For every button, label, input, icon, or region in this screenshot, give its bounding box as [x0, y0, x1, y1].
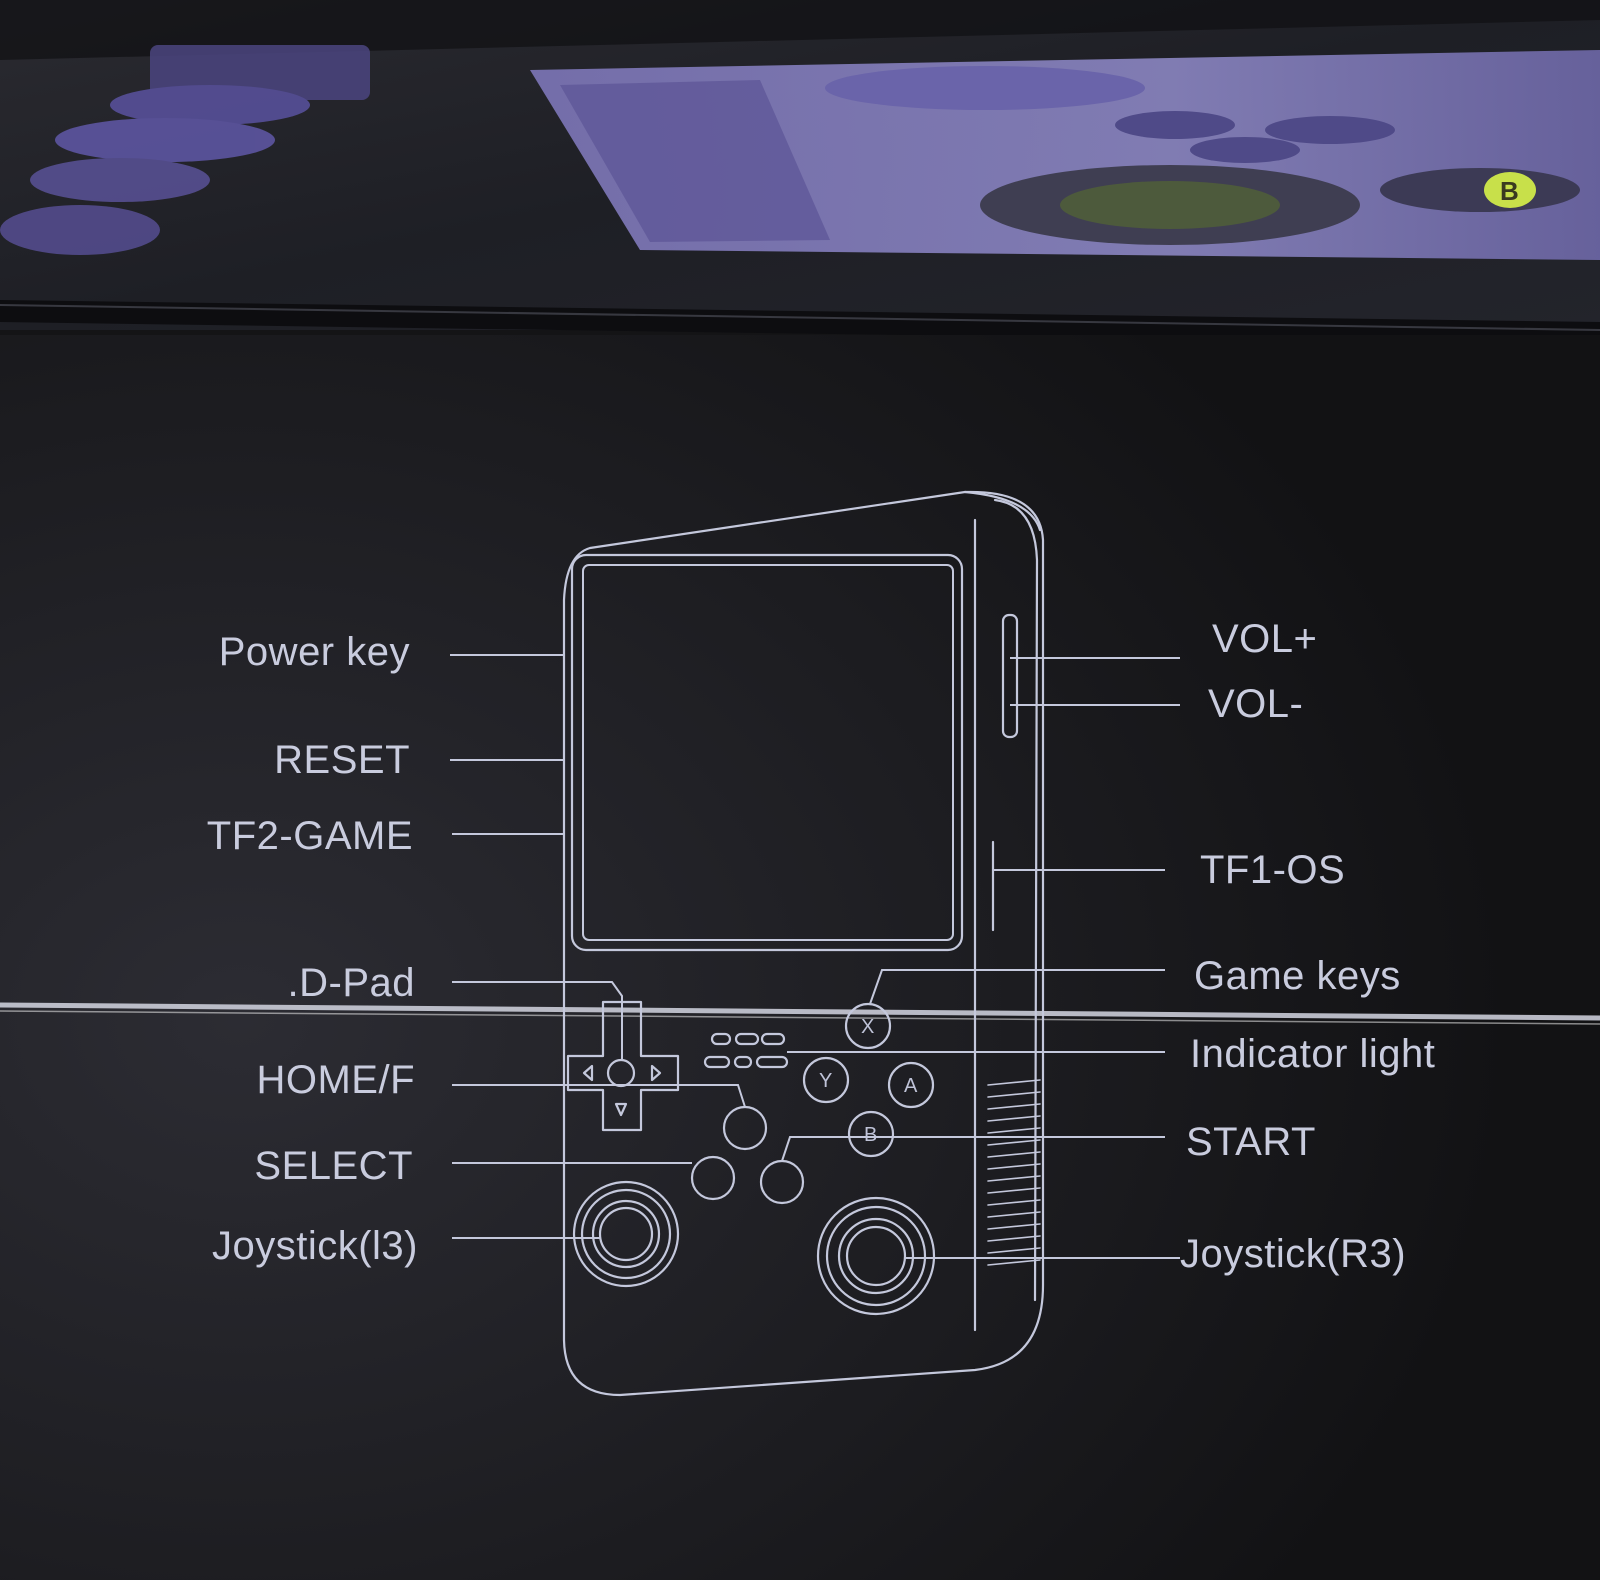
device-body	[562, 490, 1045, 1397]
select-button-drawing	[690, 1155, 736, 1201]
lid-device-print: B	[530, 50, 1600, 260]
label-start: START	[1186, 1120, 1316, 1164]
speaker-grill	[987, 1079, 1041, 1266]
label-d-pad: .D-Pad	[287, 961, 415, 1005]
button-y-letter: Y	[819, 1070, 832, 1092]
leader-home-f	[452, 1084, 746, 1108]
label-vol-plus: VOL+	[1212, 617, 1318, 661]
leader-lines	[450, 654, 1180, 1259]
screen-outer	[570, 553, 964, 952]
dpad-drawing	[566, 1000, 680, 1132]
label-reset: RESET	[274, 738, 410, 782]
face-button-letters: X Y A B	[819, 1016, 918, 1146]
lid-button-letter: B	[1500, 176, 1519, 206]
wrap-glare	[0, 1002, 1600, 1021]
box-side-panel	[0, 335, 1600, 1580]
label-joystick-l3: Joystick(l3)	[211, 1224, 418, 1268]
label-tf2-game: TF2-GAME	[206, 814, 413, 858]
label-joystick-r3: Joystick(R3)	[1180, 1232, 1407, 1276]
box-lid: B	[0, 0, 1600, 345]
label-home-f: HOME/F	[256, 1058, 415, 1102]
right-joystick-drawing	[816, 1196, 936, 1316]
left-joystick-drawing	[572, 1180, 680, 1288]
button-b-letter: B	[864, 1124, 877, 1146]
label-power-key: Power key	[218, 630, 410, 674]
label-vol-minus: VOL-	[1208, 682, 1304, 726]
button-x-letter: X	[861, 1016, 874, 1038]
leader-d-pad	[452, 981, 623, 1060]
face-buttons-drawing	[802, 1002, 935, 1158]
label-select: SELECT	[254, 1144, 413, 1188]
label-tf1-os: TF1-OS	[1200, 848, 1346, 892]
label-game-keys: Game keys	[1194, 954, 1401, 998]
volume-rocker	[1001, 613, 1019, 739]
button-a-letter: A	[904, 1075, 918, 1097]
handheld-diagram	[562, 490, 1045, 1397]
leader-game-keys	[869, 969, 1165, 1005]
leader-start	[781, 1136, 1165, 1162]
indicator-light-drawing	[703, 1032, 789, 1069]
screen-inner	[582, 564, 954, 941]
label-indicator-light: Indicator light	[1190, 1032, 1436, 1076]
lid-printed-icons	[0, 45, 370, 255]
